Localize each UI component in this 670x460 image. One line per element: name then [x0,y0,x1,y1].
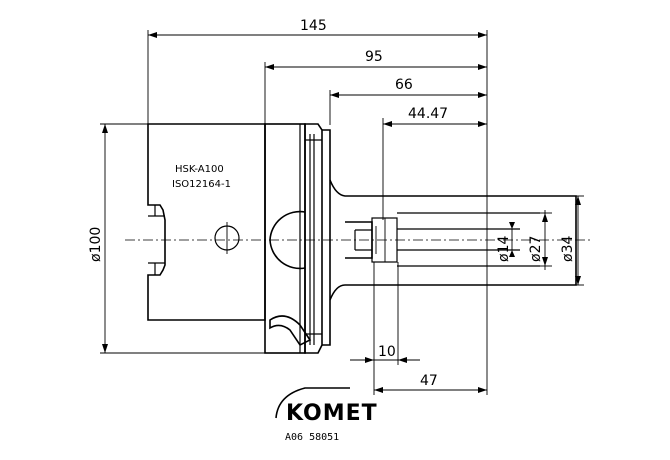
dim-label-dia-27: ø27 [528,236,544,262]
brand-logo-text: KOMET [286,401,378,426]
dimension-dia-27: ø27 [528,210,552,270]
drawing-code: A06 58051 [285,432,339,443]
dim-label-145: 145 [300,18,327,34]
dim-label-47: 47 [420,373,438,389]
dimension-44-47: 44.47 [382,106,487,220]
dim-label-dia-14: ø14 [496,236,512,262]
dim-label-95: 95 [365,49,383,65]
dim-label-66: 66 [395,77,413,93]
dimension-145: 145 [147,18,488,395]
dimension-10: 10 [350,262,420,395]
dimension-66: 66 [329,77,487,125]
spec-line-2: ISO12164-1 [172,179,231,190]
dimension-47: 47 [374,373,487,393]
dim-label-10: 10 [378,344,396,360]
dim-label-44-47: 44.47 [408,106,448,122]
dimension-dia-34: ø34 [560,195,584,286]
dimension-95: 95 [264,49,487,125]
komet-logo: KOMET A06 58051 [275,387,378,443]
spec-line-1: HSK-A100 [175,164,224,175]
tool-holder-body [147,123,577,354]
dimension-dia-14: ø14 [496,222,515,262]
dim-label-dia-34: ø34 [560,236,576,262]
dim-label-dia-100: ø100 [88,227,104,262]
